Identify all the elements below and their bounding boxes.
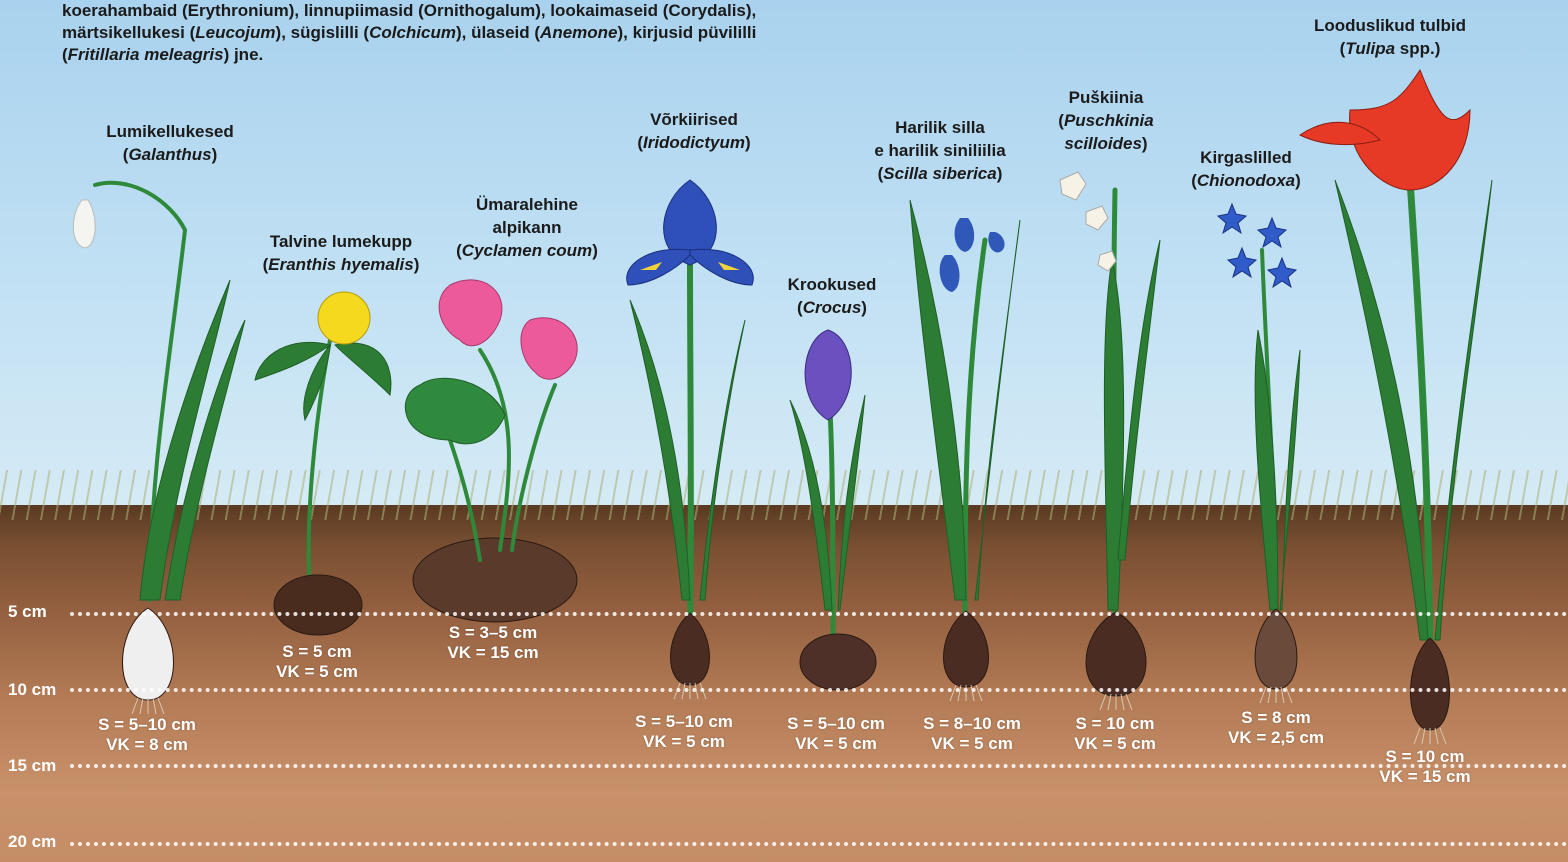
scilla-flower-3 bbox=[988, 232, 1004, 252]
galanthus-bulb-root bbox=[158, 698, 164, 714]
chionodoxa-flower-3 bbox=[1228, 248, 1256, 277]
tulip-bulb-root bbox=[1422, 728, 1425, 744]
chionodoxa-flower-2 bbox=[1258, 218, 1286, 247]
puschkinia-flower-2 bbox=[1086, 206, 1108, 230]
depth-label-20cm: 20 cm bbox=[8, 832, 56, 852]
galanthus-bulb-root bbox=[153, 698, 156, 714]
label-eranthis: Talvine lumekupp (Eranthis hyemalis) bbox=[246, 230, 436, 276]
crocus-corm bbox=[800, 634, 876, 690]
depth-line-15cm bbox=[70, 764, 1568, 768]
cyclamen-stem bbox=[480, 350, 509, 550]
label-puschkinia: Puškiinia (Puschkinia scilloides) bbox=[1038, 86, 1174, 155]
depth-line-5cm bbox=[70, 612, 1568, 616]
chionodoxa-flower-icon bbox=[1218, 204, 1246, 233]
cyclamen-stem-2 bbox=[512, 385, 555, 550]
chionodoxa-bulb bbox=[1255, 609, 1297, 689]
chionodoxa-leaf-2 bbox=[1280, 350, 1300, 610]
tulip-bulb-root bbox=[1440, 728, 1446, 744]
label-galanthus: Lumikellukesed (Galanthus) bbox=[90, 120, 250, 166]
tulip-bulb-root bbox=[1435, 728, 1438, 744]
tulip-leaf-2 bbox=[1435, 180, 1492, 640]
depth-label-5cm: 5 cm bbox=[8, 602, 47, 622]
scilla-flower-2 bbox=[940, 255, 960, 292]
cyclamen-flower-icon bbox=[439, 280, 502, 346]
cyclamen-tuber bbox=[413, 538, 577, 622]
depth-line-10cm bbox=[70, 688, 1568, 692]
tulip-bulb bbox=[1411, 638, 1450, 730]
snowdrop-flower-icon bbox=[73, 200, 95, 248]
puschkinia-bulb bbox=[1086, 612, 1146, 696]
iris-leaf bbox=[630, 300, 690, 600]
galanthus-bulb bbox=[123, 608, 174, 700]
puschkinia-leaf-2 bbox=[1118, 240, 1160, 560]
depth-label-15cm: 15 cm bbox=[8, 756, 56, 776]
winter-aconite-flower-icon bbox=[318, 292, 370, 344]
tulip-bulb-root bbox=[1414, 728, 1420, 744]
chionodoxa-flower-4 bbox=[1268, 258, 1296, 287]
label-cyclamen: Ümaralehine alpikann (Cyclamen coum) bbox=[440, 193, 614, 262]
puschkinia-flower-icon bbox=[1060, 172, 1086, 200]
galanthus-bulb-root bbox=[140, 698, 143, 714]
label-iridodictyum: Võrkiirised (Iridodictyum) bbox=[614, 108, 774, 154]
iris-petal-left bbox=[627, 249, 690, 285]
label-scilla: Harilik silla e harilik siniliilia (Scil… bbox=[850, 116, 1030, 185]
scilla-leaf bbox=[910, 200, 966, 600]
scilla-flower-icon bbox=[955, 218, 975, 252]
galanthus-stem bbox=[95, 183, 185, 600]
puschkinia-bulb-root bbox=[1100, 694, 1106, 710]
puschkinia-bulb-root bbox=[1121, 694, 1124, 710]
label-crocus: Krookused (Crocus) bbox=[762, 273, 902, 319]
cyclamen-flower-2 bbox=[521, 318, 577, 379]
galanthus-bulb-root bbox=[132, 698, 138, 714]
depth-label-10cm: 10 cm bbox=[8, 680, 56, 700]
iris-petal-right bbox=[690, 249, 753, 285]
cyclamen-leaf-icon bbox=[405, 378, 505, 444]
iris-stem bbox=[690, 260, 691, 630]
crocus-leaf-2 bbox=[838, 395, 865, 610]
crocus-flower-icon bbox=[805, 330, 851, 420]
label-tulipa: Looduslikud tulbid (Tulipa spp.) bbox=[1290, 14, 1490, 60]
iris-leaf-2 bbox=[700, 320, 745, 600]
crocus-leaf bbox=[790, 400, 832, 610]
eranthis-tuber bbox=[274, 575, 362, 635]
puschkinia-bulb-root bbox=[1126, 694, 1132, 710]
puschkinia-bulb-root bbox=[1108, 694, 1111, 710]
label-chionodoxa: Kirgaslilled (Chionodoxa) bbox=[1176, 146, 1316, 192]
eranthis-leaf-2 bbox=[335, 343, 391, 395]
scilla-stem bbox=[965, 240, 985, 630]
depth-line-20cm bbox=[70, 842, 1568, 846]
scilla-bulb bbox=[944, 611, 989, 687]
iris-bulb bbox=[671, 613, 710, 685]
